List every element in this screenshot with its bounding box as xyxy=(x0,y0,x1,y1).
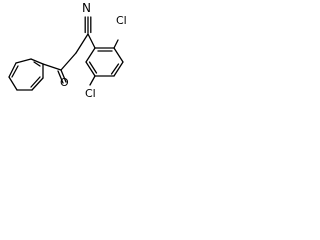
chlorine-top-label: Cl xyxy=(116,14,127,27)
nitrile-triple-bond xyxy=(84,16,92,34)
carbonyl-double-bond-2 xyxy=(57,70,64,84)
chlorine-bottom-label: Cl xyxy=(85,87,96,100)
bond-carbonyl-to-phenyl xyxy=(42,63,62,71)
bond-ch2-to-carbonyl xyxy=(60,52,77,71)
phenyl-ring xyxy=(8,58,44,91)
molecule-svg: N Cl Cl O xyxy=(8,1,127,100)
carbonyl-oxygen-label: O xyxy=(60,76,69,89)
carbonyl-double-bond-1 xyxy=(60,69,67,83)
bond-ch-to-aryl xyxy=(87,33,96,49)
nitrile-nitrogen-label: N xyxy=(82,1,91,15)
chemical-structure-diagram: N Cl Cl O xyxy=(0,0,137,102)
bond-to-cl-top xyxy=(113,39,119,49)
bond-ch-to-ch2 xyxy=(75,33,89,54)
bond-to-cl-bottom xyxy=(89,75,96,86)
dichlorophenyl-ring xyxy=(85,47,124,77)
